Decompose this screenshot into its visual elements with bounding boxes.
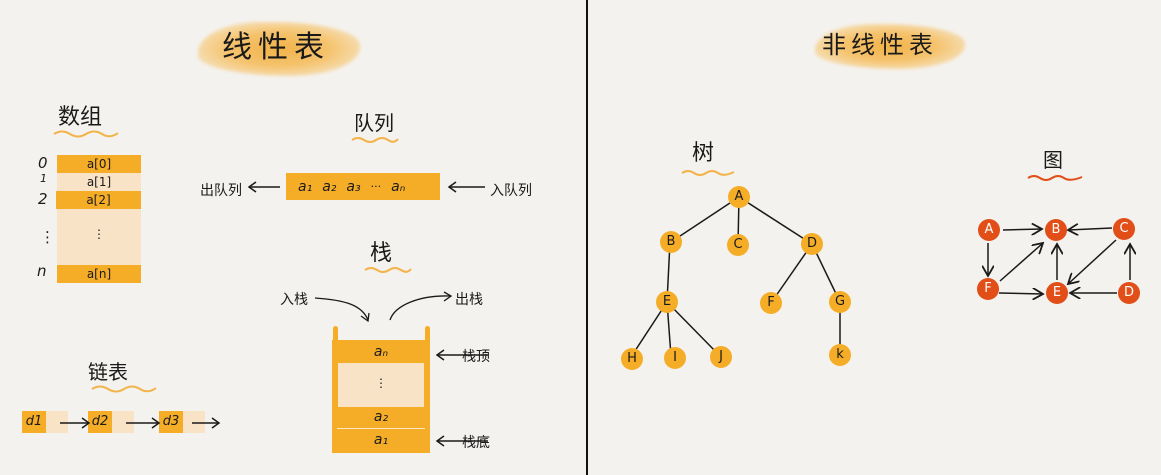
- tree-node: H: [621, 348, 643, 370]
- stack-title: 栈: [370, 241, 393, 266]
- graph-node: E: [1046, 282, 1068, 304]
- stack-wall-right: [425, 326, 430, 346]
- tree-node: G: [829, 291, 851, 313]
- stack-cell-bottom: a₁: [373, 432, 389, 448]
- tree-underline: [681, 170, 735, 176]
- array-cell: a[2]: [56, 191, 141, 209]
- tree-node: E: [656, 291, 678, 313]
- stack-separator: [337, 428, 425, 429]
- linked-list-title: 链表: [88, 360, 128, 384]
- graph-node: D: [1118, 282, 1140, 304]
- stack-bottom-label: 栈底: [462, 435, 490, 451]
- graph-node: F: [977, 278, 999, 300]
- tree-node: C: [727, 234, 749, 256]
- stack-underline: [364, 267, 412, 273]
- linked-list-underline: [91, 385, 157, 393]
- queue-title: 队列: [354, 111, 394, 135]
- title-highlight: [198, 22, 360, 76]
- list-node-pointer: [112, 411, 134, 433]
- linear-list-title: 线性表: [222, 30, 330, 65]
- queue-item: a₁: [298, 178, 313, 195]
- stack-wall-left: [333, 326, 338, 346]
- list-node-data: d2: [88, 411, 112, 433]
- tree-node: A: [728, 186, 750, 208]
- enqueue-label: 入队列: [490, 183, 532, 199]
- graph-node: A: [978, 219, 1000, 241]
- queue-item: aₙ: [391, 178, 406, 195]
- list-node-data: d3: [159, 411, 183, 433]
- stack-cell: a₂: [373, 409, 389, 425]
- array-cell: a[n]: [57, 265, 141, 283]
- queue-item: a₂: [322, 178, 337, 195]
- stack-cell-top: aₙ: [373, 344, 389, 360]
- graph-node: B: [1045, 219, 1067, 241]
- dequeue-label: 出队列: [200, 183, 242, 199]
- tree-node: F: [760, 292, 782, 314]
- list-node-pointer: [183, 411, 205, 433]
- graph-title: 图: [1043, 148, 1063, 172]
- tree-node: D: [801, 233, 823, 255]
- queue-item: a₃: [346, 178, 361, 195]
- tree-node: B: [660, 231, 682, 253]
- queue-underline: [351, 137, 399, 143]
- array-index: 1: [40, 172, 47, 185]
- queue-bar: a₁ a₂ a₃ ··· aₙ: [286, 173, 440, 200]
- array-index: n: [37, 262, 47, 280]
- array-underline: [53, 130, 119, 138]
- array-title: 数组: [58, 105, 103, 130]
- graph-underline: [1027, 175, 1083, 181]
- array-index: 2: [38, 190, 48, 208]
- array-index: ⋮: [40, 228, 55, 246]
- tree-node: k: [829, 344, 851, 366]
- array-cell: ⋮: [57, 209, 141, 265]
- stack-cell-middle: ⋮: [338, 363, 424, 407]
- array-cell: a[1]: [57, 173, 141, 191]
- nonlinear-list-title: 非线性表: [822, 31, 938, 59]
- tree-node: J: [710, 346, 732, 368]
- push-label: 入栈: [280, 292, 308, 308]
- list-node-pointer: [46, 411, 68, 433]
- queue-item: ···: [370, 180, 382, 193]
- array-index: 0: [38, 154, 48, 172]
- title-highlight: [815, 24, 965, 69]
- graph-node: C: [1113, 218, 1135, 240]
- list-node-data: d1: [22, 411, 46, 433]
- tree-node: I: [664, 347, 686, 369]
- tree-title: 树: [692, 141, 715, 166]
- section-divider: [586, 0, 588, 475]
- array-cell: a[0]: [57, 155, 141, 173]
- pop-label: 出栈: [455, 292, 483, 308]
- stack-top-label: 栈顶: [462, 349, 490, 365]
